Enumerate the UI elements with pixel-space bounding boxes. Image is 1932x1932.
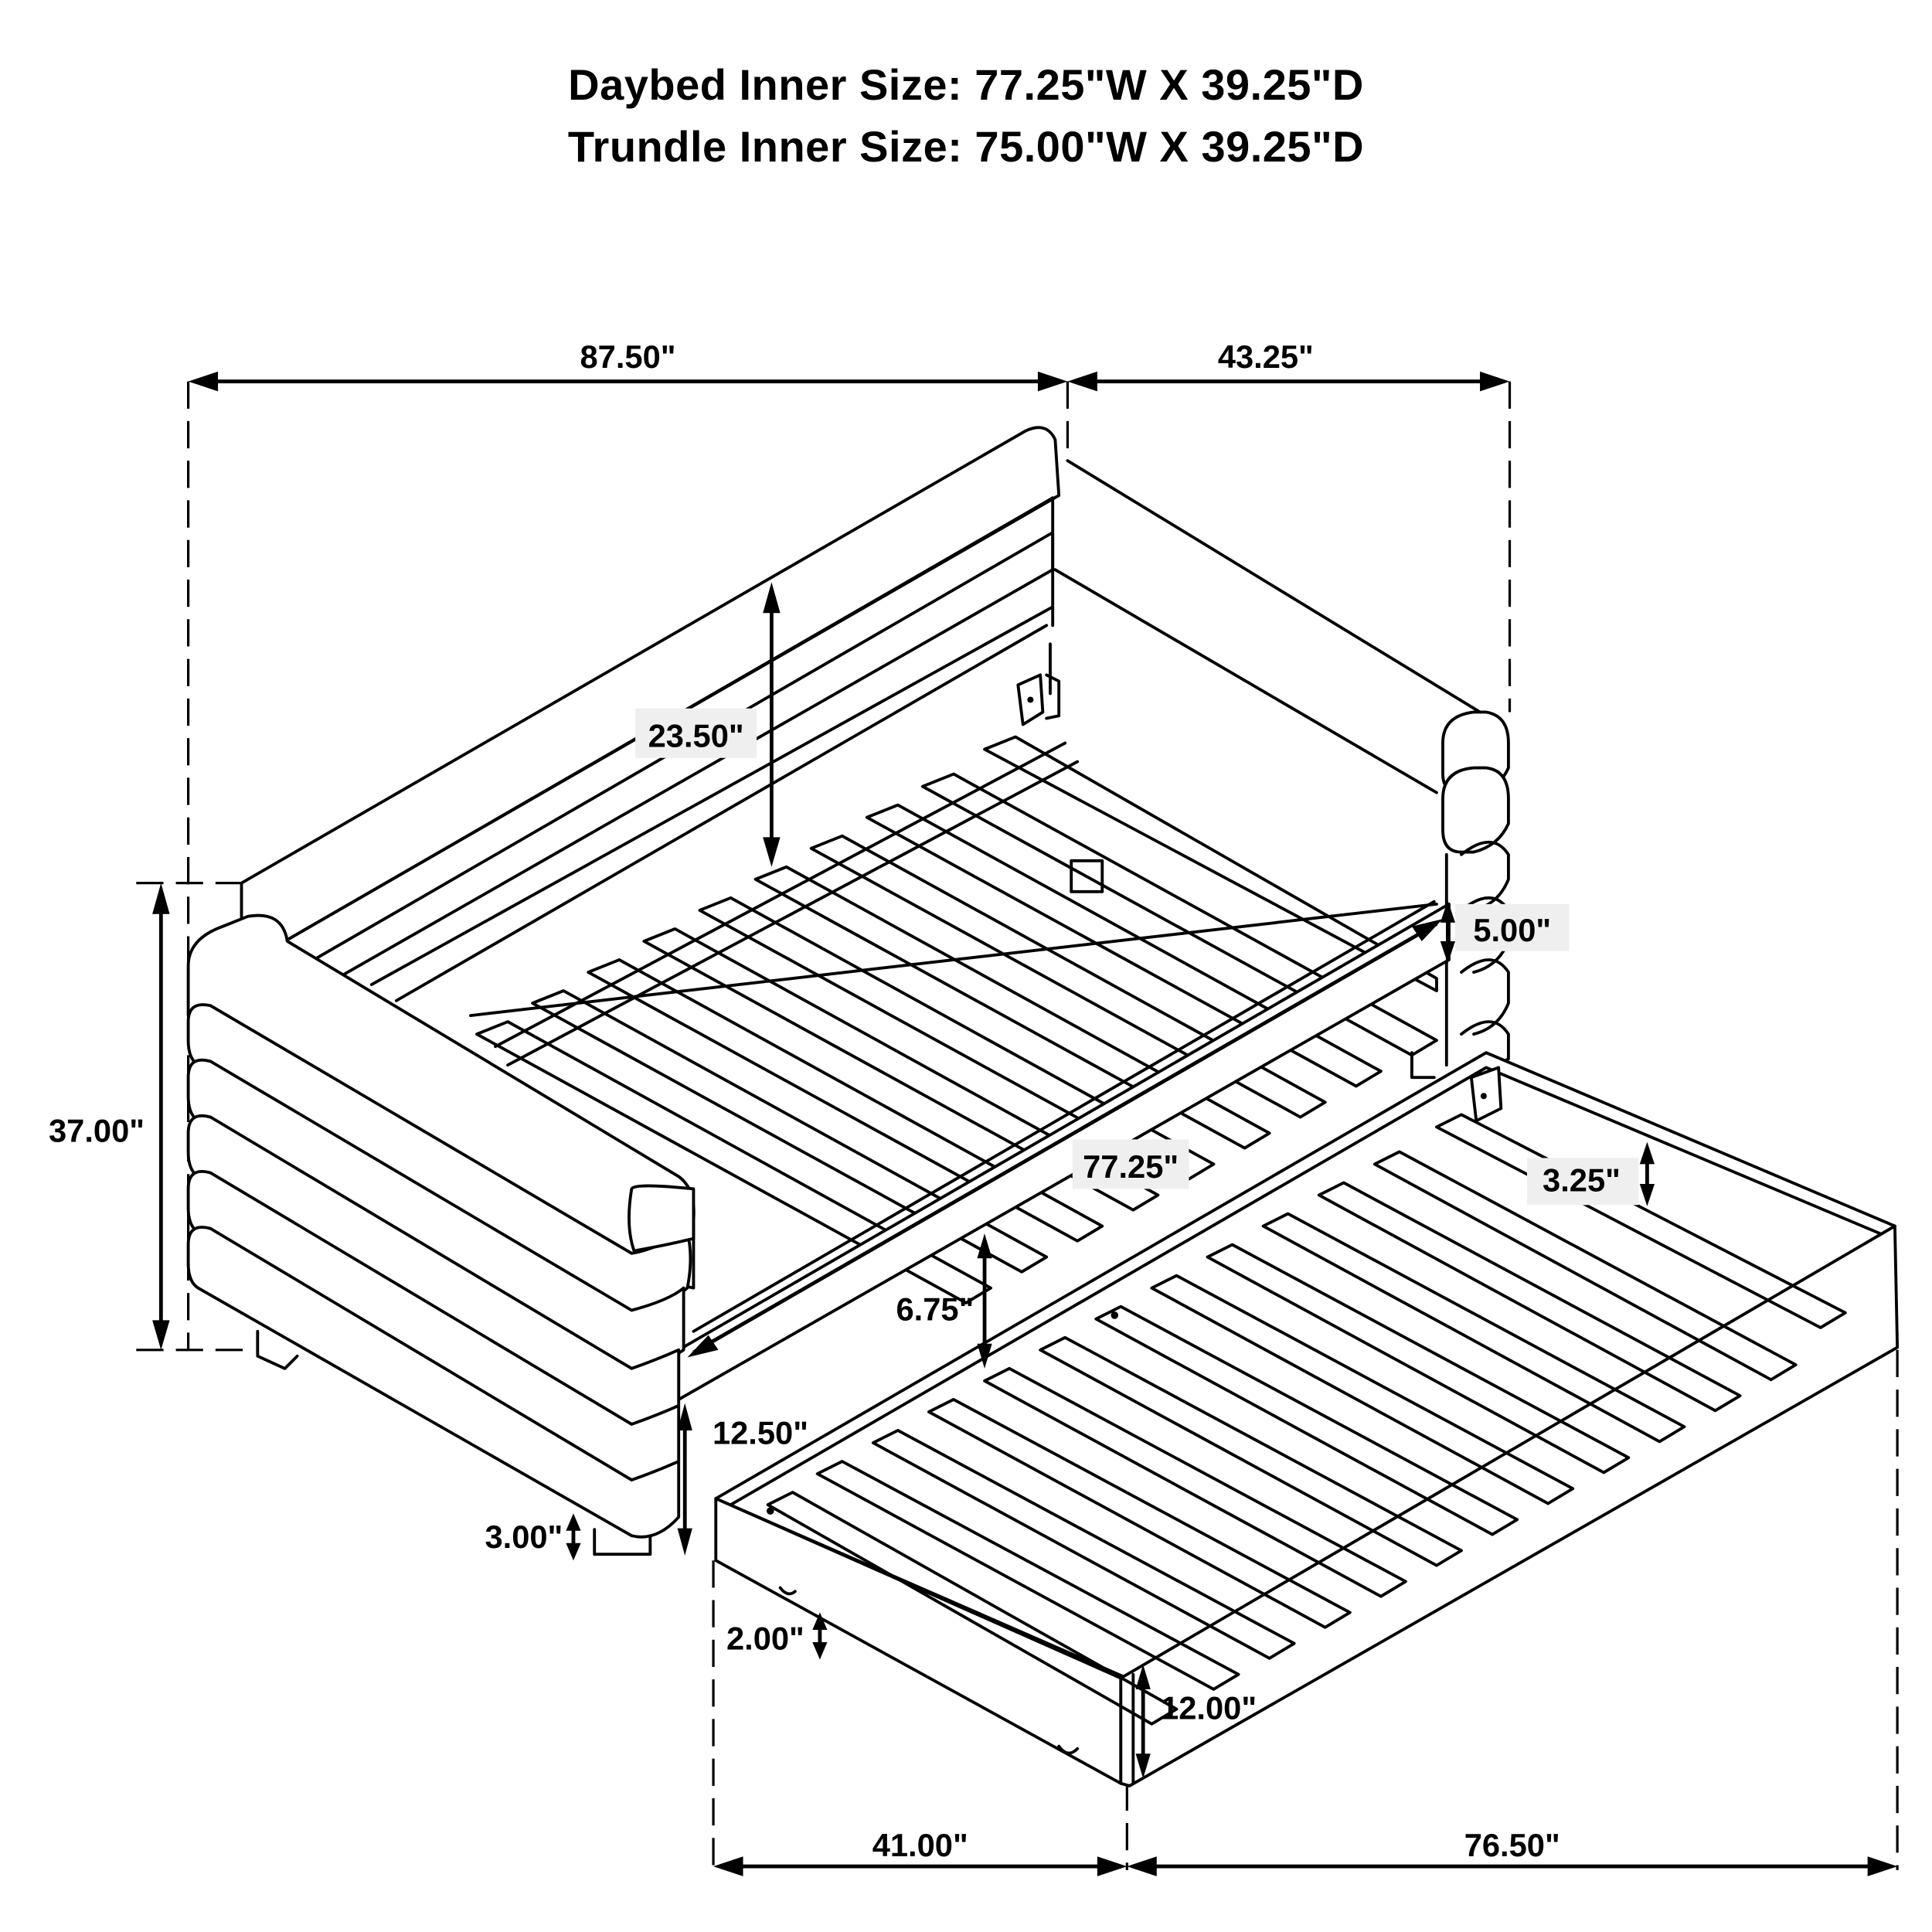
label-overall-depth: 43.25" (1218, 338, 1314, 375)
label-trundle-height: 12.00" (1161, 1689, 1257, 1726)
label-trundle-rail-height: 3.25" (1543, 1162, 1621, 1199)
label-trundle-clearance: 6.75" (896, 1291, 975, 1327)
label-inner-length: 77.25" (1083, 1148, 1179, 1185)
trundle (714, 1051, 1900, 1787)
label-trundle-length: 76.50" (1464, 1827, 1560, 1863)
trundle-inner-size-title: Trundle Inner Size: 75.00"W X 39.25"D (567, 122, 1365, 171)
label-caster-height: 2.00" (726, 1621, 804, 1657)
label-back-height: 23.50" (648, 717, 744, 753)
label-leg-height: 3.00" (485, 1519, 563, 1555)
label-overall-length: 87.50" (580, 338, 676, 375)
daybed-inner-size-title: Daybed Inner Size: 77.25"W X 39.25"D (568, 60, 1364, 109)
dimension-annotations (152, 371, 1898, 1876)
title-block: Daybed Inner Size: 77.25"W X 39.25"D Tru… (0, 54, 1932, 178)
label-trundle-depth: 41.00" (872, 1827, 968, 1863)
dimension-labels: 87.50" 43.25" 23.50" 37.00" 5.00" 77.25"… (49, 338, 1621, 1863)
label-overall-height: 37.00" (49, 1113, 145, 1149)
label-backgrounds (635, 708, 1639, 1206)
label-floor-to-rail: 12.50" (713, 1415, 808, 1451)
daybed-left-end (186, 913, 696, 1556)
label-side-rail-height: 5.00" (1473, 912, 1551, 948)
